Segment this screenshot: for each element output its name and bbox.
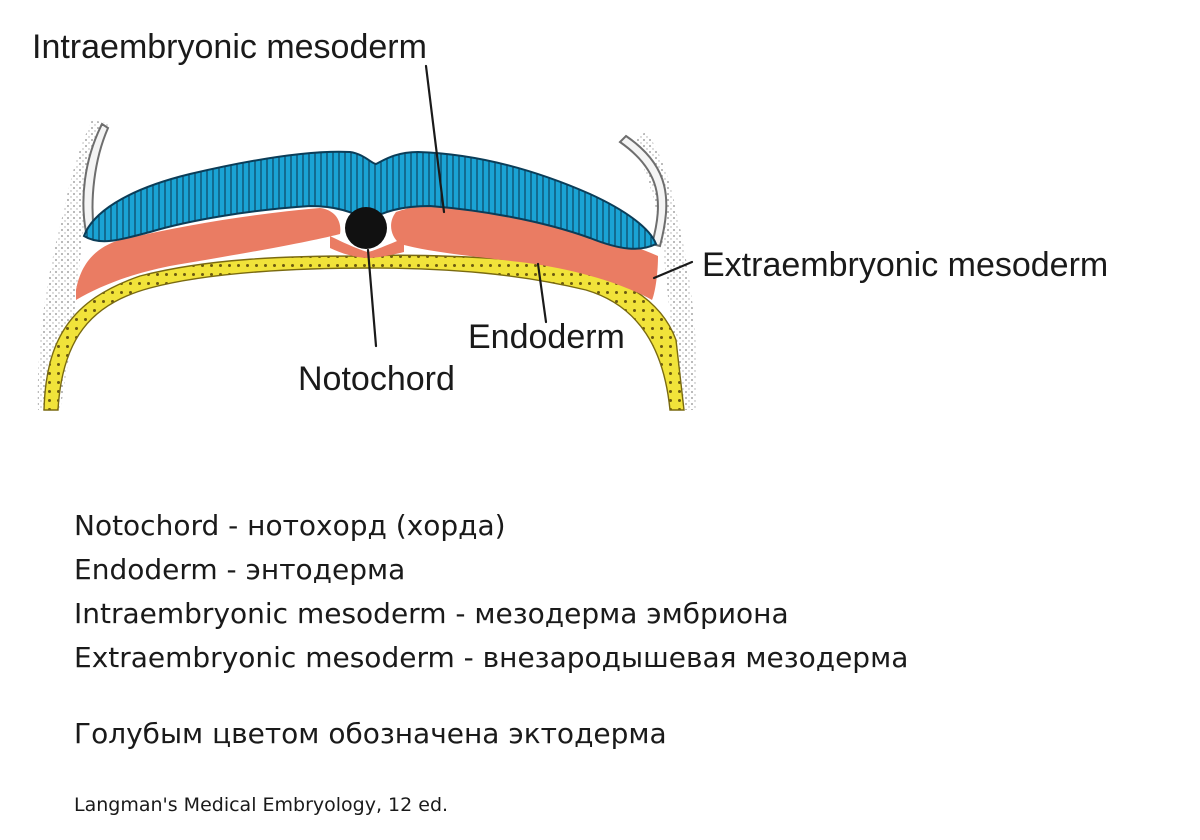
leader-notochord — [366, 248, 378, 348]
label-endoderm: Endoderm — [468, 318, 625, 356]
source-citation: Langman's Medical Embryology, 12 ed. — [74, 794, 449, 816]
amnion-right — [618, 134, 668, 248]
mesoderm-midline — [330, 236, 404, 258]
legend-item-notochord: Notochord - нотохорд (хорда) — [74, 509, 506, 542]
leader-extraembryonic — [652, 260, 694, 280]
translation-legend: Notochord - нотохорд (хорда) Endoderm - … — [74, 504, 908, 680]
notochord-shape — [345, 207, 387, 249]
outer-stipple-right — [632, 132, 697, 410]
label-extraembryonic-mesoderm: Extraembryonic mesoderm — [702, 246, 1108, 284]
label-notochord: Notochord — [298, 360, 455, 398]
ectoderm-layer — [82, 150, 658, 250]
mesoderm-left — [76, 208, 341, 300]
legend-item-endoderm: Endoderm - энтодерма — [74, 553, 406, 586]
leader-endoderm — [536, 262, 548, 324]
embryo-cross-section-diagram: Intraembryonic mesoderm Extraembryonic m… — [32, 28, 1108, 411]
amnion-left — [82, 122, 110, 233]
endoderm-layer — [43, 254, 685, 411]
leader-intraembryonic — [424, 64, 446, 214]
label-intraembryonic-mesoderm: Intraembryonic mesoderm — [32, 28, 427, 66]
mesoderm-right — [391, 203, 658, 300]
outer-stipple-left — [37, 120, 110, 410]
legend-item-intraembryonic: Intraembryonic mesoderm - мезодерма эмбр… — [74, 597, 789, 630]
legend-item-extraembryonic: Extraembryonic mesoderm - внезародышевая… — [74, 641, 909, 674]
ectoderm-note: Голубым цветом обозначена эктодерма — [74, 717, 667, 750]
